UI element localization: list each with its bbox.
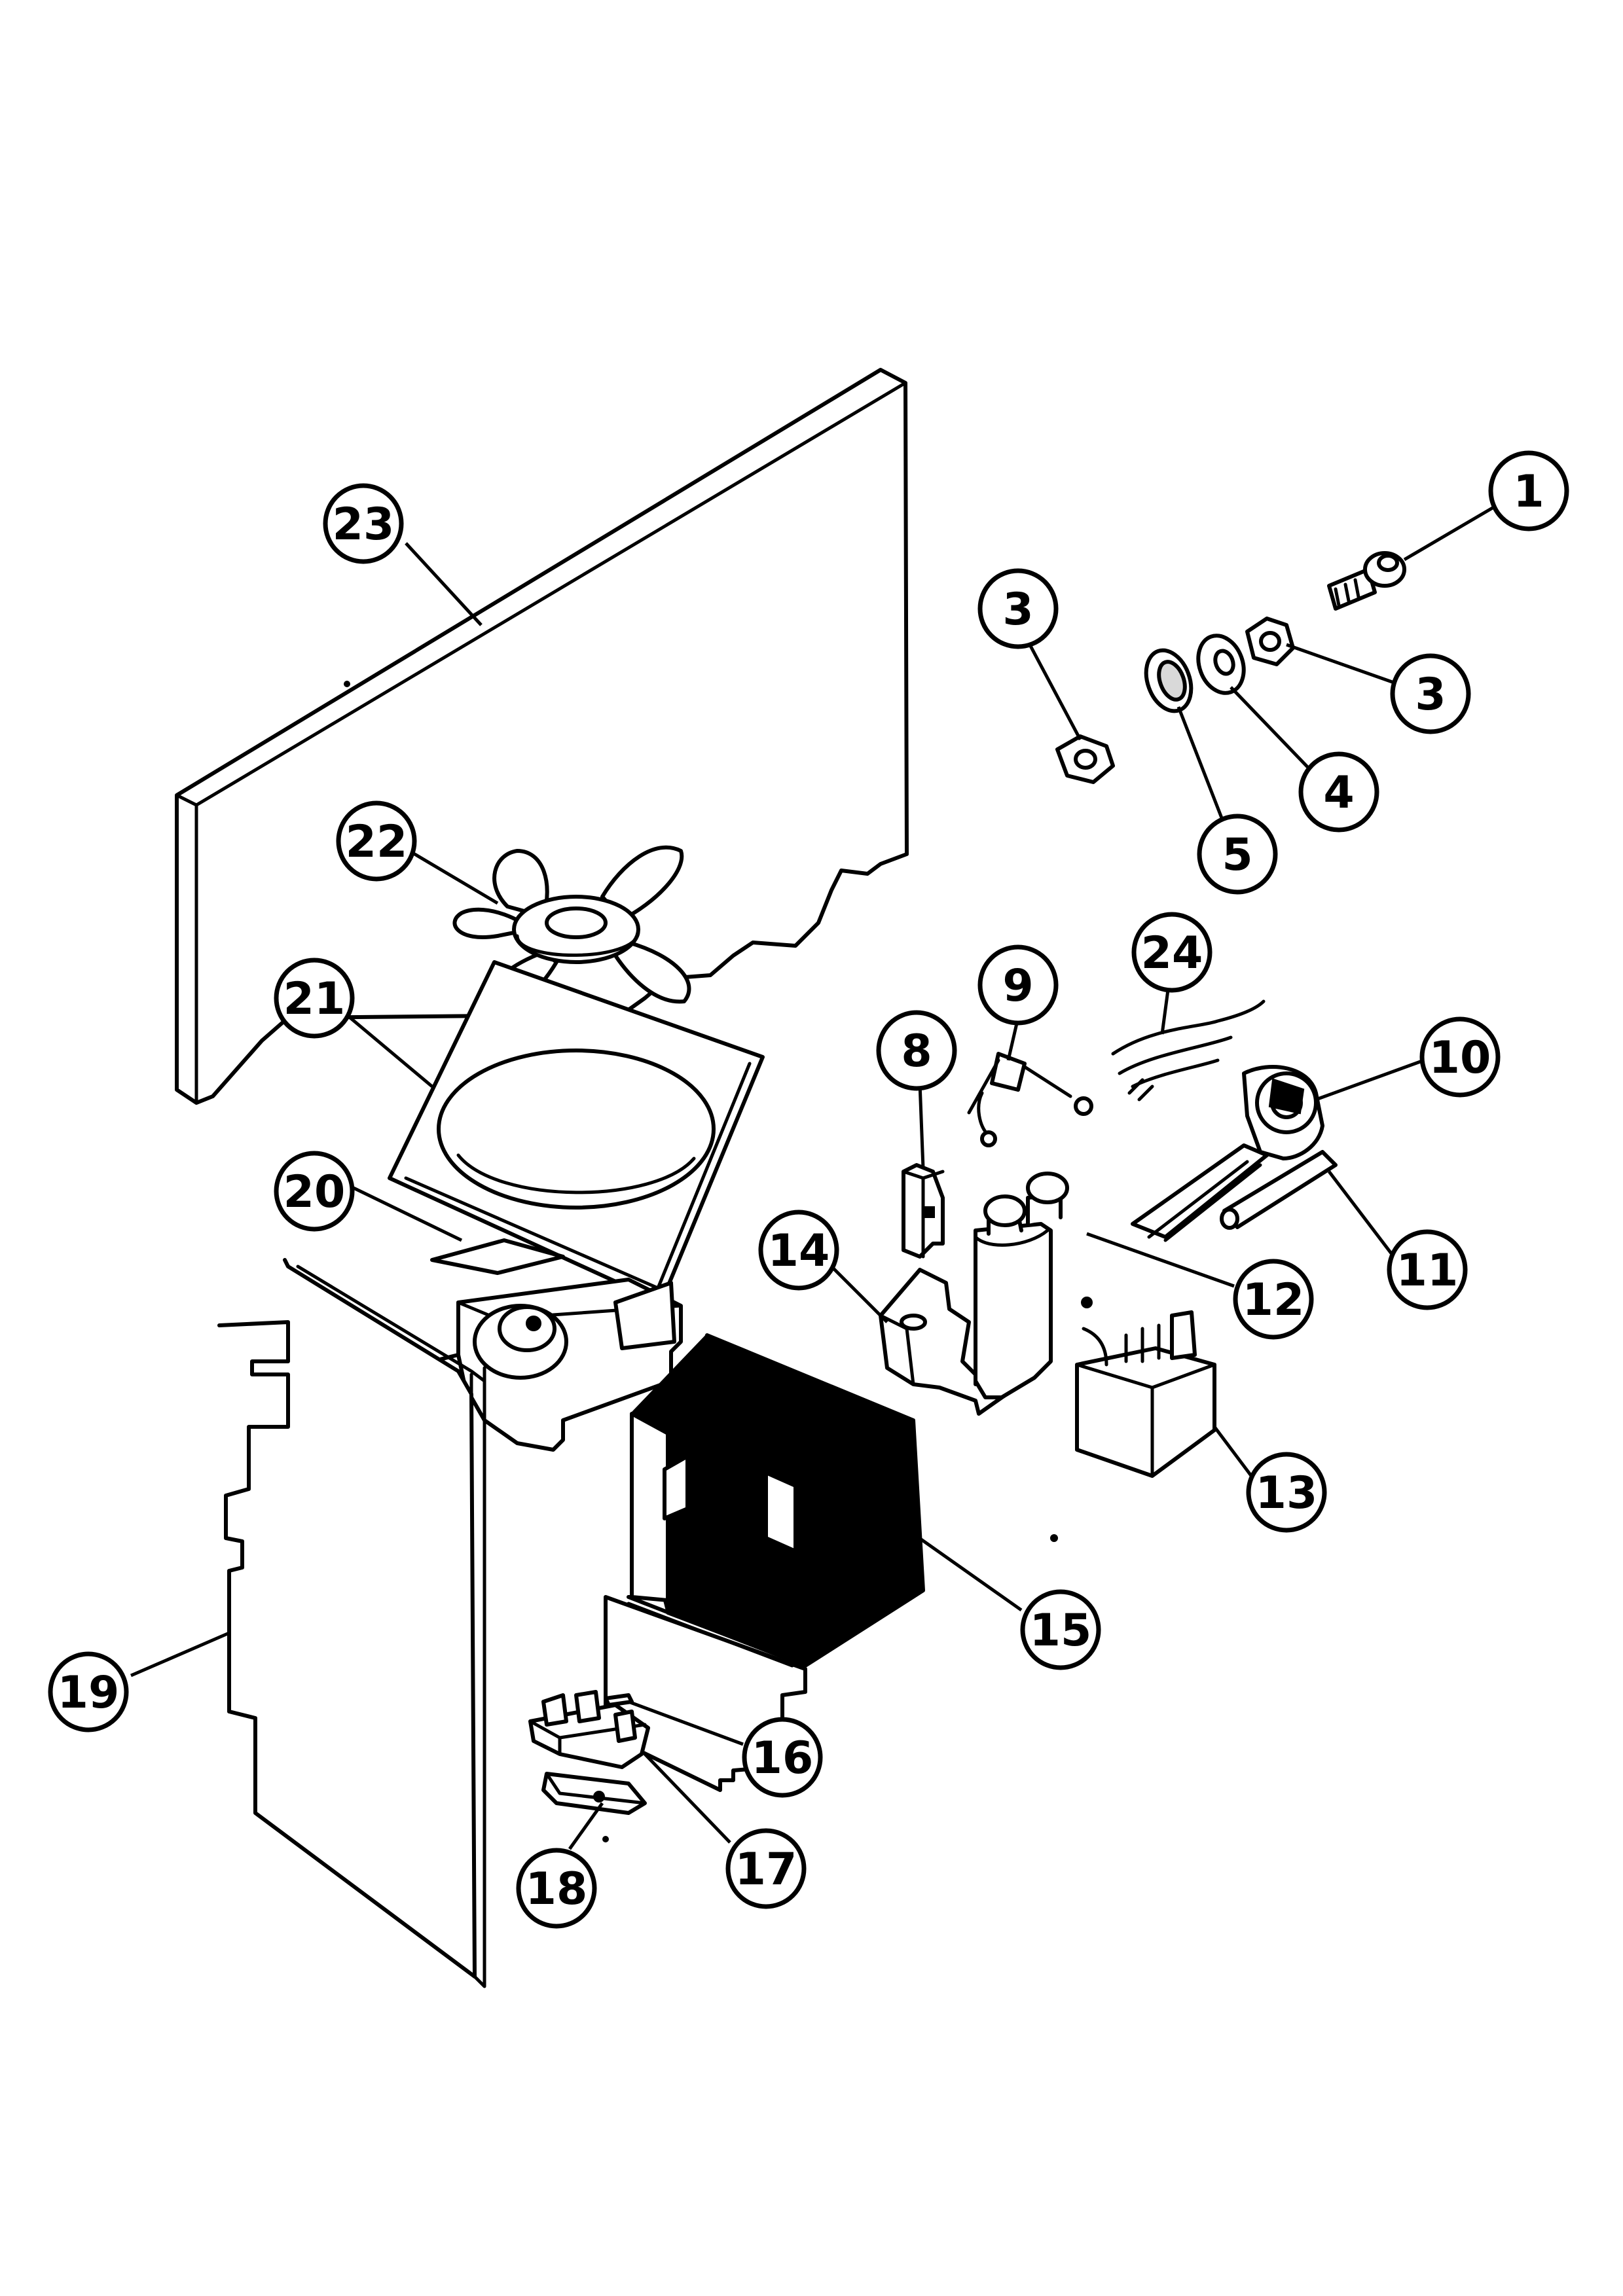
leader-lines — [130, 502, 1501, 1850]
callout-label: 5 — [1222, 829, 1252, 881]
callout-13: 13 — [1246, 1452, 1327, 1533]
callout-3-right: 3 — [1390, 653, 1471, 734]
callout-12: 12 — [1233, 1259, 1314, 1340]
callout-label: 24 — [1141, 927, 1203, 979]
callout-3-left: 3 — [977, 568, 1059, 649]
callout-8: 8 — [876, 1010, 957, 1091]
diode-part — [967, 1052, 1093, 1147]
nut-part-left — [1055, 734, 1115, 784]
callout-19: 19 — [48, 1651, 129, 1732]
callout-16: 16 — [742, 1717, 823, 1798]
callout-label: 17 — [735, 1844, 797, 1895]
callout-14: 14 — [758, 1210, 839, 1291]
callout-label: 3 — [1002, 584, 1033, 636]
callout-label: 14 — [768, 1225, 830, 1277]
callout-label: 22 — [346, 816, 408, 868]
callout-label: 10 — [1429, 1032, 1491, 1084]
callout-1: 1 — [1488, 450, 1569, 531]
fan-shroud-part — [388, 960, 765, 1304]
callout-10: 10 — [1419, 1016, 1501, 1098]
callout-20: 20 — [274, 1151, 355, 1232]
washer-part — [1196, 634, 1246, 695]
callout-label: 18 — [526, 1863, 588, 1915]
interlock-switch-part — [902, 1163, 945, 1259]
callout-label: 19 — [58, 1667, 120, 1719]
specks — [344, 681, 1058, 1842]
callout-5: 5 — [1197, 814, 1278, 895]
callout-label: 16 — [752, 1732, 814, 1784]
callout-22: 22 — [336, 800, 417, 882]
wire-harness-part — [1111, 999, 1266, 1102]
callout-label: 4 — [1323, 767, 1354, 819]
side-panel-part — [217, 1258, 486, 1988]
callout-label: 12 — [1243, 1274, 1305, 1326]
callout-9: 9 — [977, 944, 1059, 1026]
sensor-assembly-part — [1131, 1065, 1324, 1242]
terminal-block-part — [1075, 1310, 1216, 1478]
callout-11: 11 — [1387, 1229, 1468, 1310]
mounting-plate-part — [541, 1772, 647, 1815]
hv-capacitor-part — [974, 1172, 1093, 1399]
callout-label: 8 — [901, 1026, 932, 1077]
back-panel-part — [175, 368, 909, 1105]
callout-18: 18 — [516, 1848, 597, 1929]
callout-24: 24 — [1131, 912, 1213, 993]
callout-label: 1 — [1513, 466, 1544, 518]
callout-15: 15 — [1020, 1589, 1101, 1670]
screw-part — [1327, 551, 1406, 611]
callout-17: 17 — [725, 1828, 807, 1909]
lock-washer-part — [1144, 648, 1194, 713]
callout-label: 20 — [283, 1166, 346, 1218]
callout-label: 15 — [1030, 1605, 1092, 1657]
callout-label: 11 — [1396, 1245, 1459, 1297]
callout-4: 4 — [1298, 751, 1379, 833]
callout-label: 13 — [1256, 1467, 1318, 1519]
callout-21: 21 — [274, 958, 355, 1039]
callout-label: 21 — [283, 973, 346, 1025]
nut-part-right — [1245, 617, 1295, 666]
callout-label: 9 — [1002, 960, 1033, 1012]
callout-label: 3 — [1415, 669, 1446, 721]
transformer-part — [597, 1333, 925, 1792]
callout-23: 23 — [323, 483, 404, 564]
fuse-holder-part — [528, 1690, 650, 1769]
callout-label: 23 — [333, 499, 395, 550]
fuse-part — [1220, 1150, 1338, 1230]
terminal-part — [604, 1693, 634, 1707]
